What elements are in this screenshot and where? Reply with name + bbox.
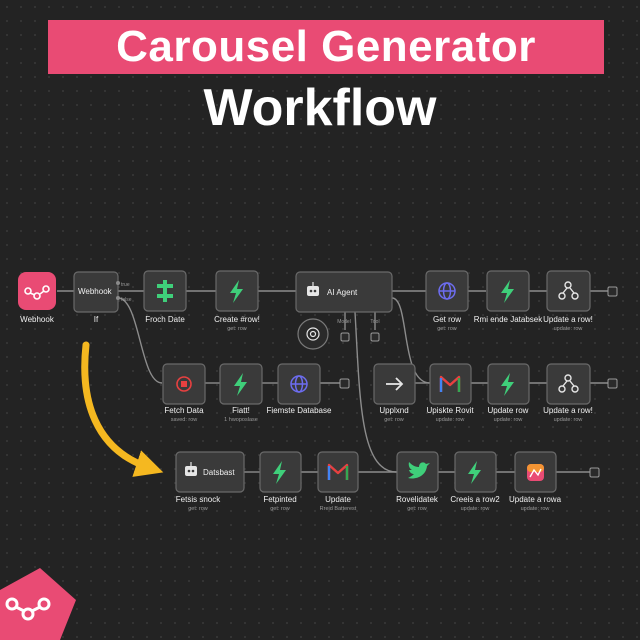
- node-update-row[interactable]: Update a row! update: row: [543, 270, 593, 332]
- robot-icon: [185, 462, 197, 476]
- globe-icon: [438, 282, 456, 300]
- node-label: Update a row!: [543, 406, 593, 415]
- node-label: Create #row!: [214, 315, 260, 324]
- node-fiatt[interactable]: Fiatt! 1 hwoposlase: [219, 363, 263, 423]
- node-update-row-2[interactable]: Update row update: row: [487, 363, 530, 423]
- node-fetplated[interactable]: Fetpinted get: row: [259, 451, 302, 512]
- node-create-row-2[interactable]: Creeis a row2 update: row: [450, 451, 500, 512]
- add-node-button[interactable]: [607, 286, 618, 297]
- webhook-icon: [24, 285, 50, 300]
- arrow-right-icon: [386, 377, 404, 391]
- page-subtitle: Workflow: [203, 79, 437, 137]
- node-sublabel: get: row: [384, 417, 404, 423]
- node-label: If: [94, 315, 99, 324]
- robot-icon: [307, 282, 319, 296]
- node-revalidatek[interactable]: Rovelidatek get: row: [396, 451, 439, 512]
- gmail-icon: [439, 375, 461, 392]
- node-sublabel: update: row: [436, 417, 465, 423]
- twitter-icon: [408, 462, 430, 479]
- node-sublabel: get: row: [407, 506, 427, 512]
- annotation-arrow: [81, 341, 164, 477]
- brand-logo: [0, 568, 76, 640]
- node-label: Get row: [433, 315, 461, 324]
- node-label: Upiskte Rovit: [426, 406, 474, 415]
- node-label: Creeis a row2: [450, 495, 500, 504]
- node-label: Fetpinted: [263, 495, 296, 504]
- add-node-button[interactable]: [339, 378, 350, 389]
- node-update-rowt[interactable]: Upiskte Rovit update: row: [426, 363, 474, 423]
- node-label: Upplxnd: [379, 406, 408, 415]
- openai-icon: [306, 327, 320, 341]
- node-sublabel: get: row: [437, 326, 457, 332]
- branch-true-label: true: [121, 282, 130, 288]
- record-icon: [176, 376, 192, 392]
- connections: [57, 290, 608, 473]
- page-title: Carousel Generator: [116, 22, 536, 71]
- webhook-icon: [558, 281, 579, 300]
- branch-false-label: false: [121, 297, 132, 303]
- bolt-icon: [501, 280, 514, 303]
- split-icon: [157, 280, 173, 302]
- node-label: Update a rowa: [509, 495, 562, 504]
- node-label: Fetsis snock: [176, 495, 221, 504]
- node-create-row[interactable]: Create #row! get: row: [214, 270, 260, 332]
- node-fetch-data[interactable]: Fetch Data saved: row: [162, 363, 206, 423]
- node-database[interactable]: Datsbast Fetsis snock get: row: [175, 451, 245, 512]
- node-inner-label: AI Agent: [327, 288, 358, 297]
- node-sublabel: get: row: [270, 506, 290, 512]
- node-webhook-trigger[interactable]: Webhook: [18, 272, 56, 324]
- node-inner-label: Datsbast: [203, 468, 235, 477]
- bolt-icon: [230, 280, 243, 303]
- node-ai-agent[interactable]: AI Agent Model Tool: [295, 271, 393, 342]
- node-label: Update a row!: [543, 315, 593, 324]
- node-label: Update row: [488, 406, 529, 415]
- node-label: Rovelidatek: [396, 495, 439, 504]
- port-label: Tool: [370, 319, 379, 325]
- node-label: Rmi ende Jatabsek: [474, 315, 543, 324]
- node-label: Fetch Data: [164, 406, 204, 415]
- node-sublabel: get: row: [227, 326, 247, 332]
- node-sublabel: update: row: [554, 326, 583, 332]
- node-sublabel: update: row: [494, 417, 523, 423]
- node-sublabel: 1 hwoposlase: [224, 417, 258, 423]
- gmail-icon: [327, 463, 349, 480]
- node-sublabel: Rreid Batterest: [320, 506, 357, 512]
- node-label: Froch Date: [145, 315, 185, 324]
- node-openai-model[interactable]: [297, 318, 329, 350]
- globe-icon: [290, 375, 308, 393]
- webhook-icon: [558, 374, 579, 393]
- node-update-row-4[interactable]: Update a rowa update: row: [509, 451, 562, 512]
- node-inner-label: Webhook: [78, 287, 113, 296]
- bolt-icon: [273, 461, 286, 484]
- bolt-icon: [501, 373, 514, 396]
- node-label: Webhook: [20, 315, 55, 324]
- node-if[interactable]: Webhook true false If: [73, 271, 132, 324]
- webhook-icon: [5, 597, 51, 621]
- node-get-row[interactable]: Get row get: row: [425, 270, 469, 332]
- add-node-button[interactable]: [589, 467, 600, 478]
- node-label: Fiemste Database: [267, 406, 332, 415]
- port-label: Model: [337, 319, 351, 325]
- node-fetch-date[interactable]: Froch Date: [143, 270, 187, 324]
- node-label: Fiatt!: [232, 406, 250, 415]
- bolt-icon: [234, 373, 247, 396]
- node-remote-database-2[interactable]: Fiemste Database: [267, 363, 332, 415]
- node-sublabel: update: row: [461, 506, 490, 512]
- node-sublabel: update: row: [521, 506, 550, 512]
- instagram-icon: [527, 464, 544, 481]
- node-label: Update: [325, 495, 351, 504]
- title-banner: Carousel Generator: [48, 20, 604, 74]
- node-remote-database[interactable]: Rmi ende Jatabsek: [474, 270, 543, 324]
- node-sublabel: get: row: [188, 506, 208, 512]
- node-update-row-3[interactable]: Update a row! update: row: [543, 363, 593, 423]
- add-node-button[interactable]: [607, 378, 618, 389]
- node-upsert[interactable]: Upplxnd get: row: [373, 363, 416, 423]
- node-update[interactable]: Update Rreid Batterest: [317, 451, 359, 512]
- node-sublabel: update: row: [554, 417, 583, 423]
- node-sublabel: saved: row: [171, 417, 198, 423]
- bolt-icon: [468, 461, 481, 484]
